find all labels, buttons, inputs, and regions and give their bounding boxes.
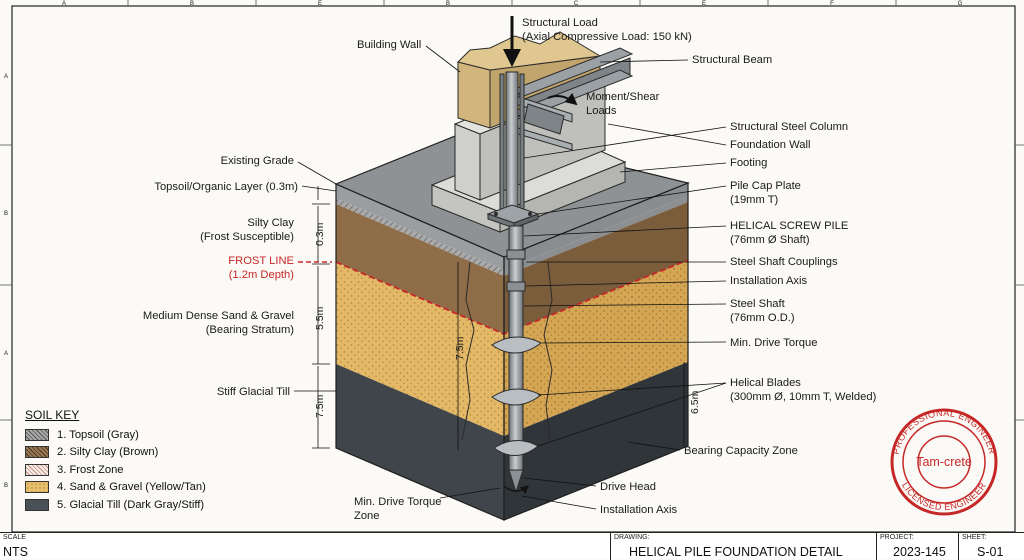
label-moment-shear: Moment/Shear	[586, 91, 660, 103]
project-number: 2023-145	[893, 545, 946, 559]
grid-col-label: C	[574, 1, 579, 7]
soil-swatch-glacial-till	[25, 498, 49, 511]
stamp-top-text: PROFESSIONAL ENGINEER	[891, 408, 997, 455]
label-silty-clay: Silty Clay	[247, 217, 294, 229]
project-label: PROJECT:	[880, 534, 914, 541]
label-foundation-wall: Foundation Wall	[730, 139, 810, 151]
stamp-bottom-text: LICENSED ENGINEER	[900, 481, 988, 513]
grid-row-label: B	[4, 211, 8, 217]
dim-sand-depth: 5.5m	[314, 306, 326, 330]
soil-key-item: 1. Topsoil (Gray)	[25, 426, 225, 444]
helical-pile	[491, 225, 542, 494]
grid-row-label: A	[4, 351, 8, 357]
sheet-label: SHEET:	[962, 534, 987, 541]
label-helical-blades: Helical Blades	[730, 377, 801, 389]
label-frost-line: FROST LINE	[228, 255, 294, 267]
label-pile-cap-thickness: (19mm T)	[730, 194, 779, 206]
grid-col-label: B	[190, 1, 194, 7]
label-installation-axis-upper: Installation Axis	[730, 275, 808, 287]
grid-col-label: F	[830, 1, 834, 7]
stamp-center-text: Tam-crete	[916, 455, 972, 469]
label-frost-susceptible: (Frost Susceptible)	[200, 231, 294, 243]
label-stiff-glacial-till: Stiff Glacial Till	[217, 386, 290, 398]
label-sand-gravel: Medium Dense Sand & Gravel	[143, 310, 294, 322]
label-structural-beam: Structural Beam	[692, 54, 772, 66]
soil-block-left-face	[336, 184, 504, 520]
label-drive-head: Drive Head	[600, 481, 656, 493]
soil-key-label: 1. Topsoil (Gray)	[57, 428, 139, 441]
pe-stamp: PROFESSIONAL ENGINEER LICENSED ENGINEER …	[890, 408, 998, 516]
label-pile-cap-plate: Pile Cap Plate	[730, 180, 801, 192]
title-block-sheet: SHEET: S-01	[958, 533, 1024, 560]
sheet-number: S-01	[977, 545, 1004, 559]
label-building-wall: Building Wall	[357, 39, 421, 51]
soil-block-right-face	[504, 183, 688, 520]
pile-cap-plate	[486, 204, 540, 229]
steel-column	[499, 71, 525, 213]
label-frost-depth: (1.2m Depth)	[229, 269, 295, 281]
soil-swatch-sand-gravel	[25, 481, 49, 494]
soil-key-item: 2. Silty Clay (Brown)	[25, 444, 225, 462]
svg-text:PROFESSIONAL ENGINEER: PROFESSIONAL ENGINEER	[891, 408, 998, 455]
grid-col-label: E	[318, 1, 322, 7]
label-existing-grade: Existing Grade	[221, 155, 294, 167]
label-footing: Footing	[730, 157, 767, 169]
grid-row-label: B	[4, 483, 8, 489]
drive-torque-arrow	[503, 485, 530, 494]
dim-silty-clay-depth: 0.3m	[314, 222, 326, 246]
label-steel-shaft: Steel Shaft	[730, 298, 786, 310]
svg-text:LICENSED ENGINEER: LICENSED ENGINEER	[900, 481, 988, 513]
label-shaft-od: (76mm O.D.)	[730, 312, 795, 324]
label-topsoil-layer: Topsoil/Organic Layer (0.3m)	[154, 181, 298, 193]
grid-row-label: A	[4, 74, 8, 80]
dim-till-depth: 7.5m	[314, 394, 326, 418]
soil-swatch-silty-clay	[25, 446, 49, 459]
dim-till-right-depth: 6.5m	[689, 390, 701, 414]
soil-key-title: SOIL KEY	[25, 408, 80, 422]
soil-key-label: 4. Sand & Gravel (Yellow/Tan)	[57, 481, 206, 494]
title-block-project: PROJECT: 2023-145	[876, 533, 958, 560]
soil-key-label: 2. Silty Clay (Brown)	[57, 446, 159, 459]
label-blade-spec: (300mm Ø, 10mm T, Welded)	[730, 391, 877, 403]
dim-pile-length: 7.5m	[454, 336, 466, 360]
cutaway-cracks	[461, 261, 553, 441]
title-block-drawing: DRAWING: HELICAL PILE FOUNDATION DETAIL	[610, 533, 876, 560]
drawing-label: DRAWING:	[614, 534, 650, 541]
label-min-drive-torque-right: Min. Drive Torque	[730, 337, 817, 349]
soil-key-label: 3. Frost Zone	[57, 463, 124, 476]
drawing-title: HELICAL PILE FOUNDATION DETAIL	[629, 545, 843, 559]
label-steel-shaft-couplings: Steel Shaft Couplings	[730, 256, 838, 268]
soil-swatch-frost-zone	[25, 463, 49, 476]
soil-key-item: 3. Frost Zone	[25, 461, 225, 479]
grid-col-label: G	[958, 1, 963, 7]
label-structural-load: Structural Load	[522, 17, 598, 29]
grid-col-label: B	[446, 1, 450, 7]
soil-key-label: 5. Glacial Till (Dark Gray/Stiff)	[57, 498, 205, 511]
label-helical-screw-pile: HELICAL SCREW PILE	[730, 220, 848, 232]
grid-col-label: A	[62, 1, 66, 7]
label-loads: Loads	[586, 105, 617, 117]
label-axial-load: (Axial Compressive Load: 150 kN)	[522, 31, 692, 43]
label-shaft-76: (76mm Ø Shaft)	[730, 234, 810, 246]
title-block-scale: SCALE NTS	[0, 533, 610, 560]
leader-lines	[294, 45, 727, 510]
soil-key-item: 4. Sand & Gravel (Yellow/Tan)	[25, 479, 225, 497]
dimension-lines	[312, 186, 685, 450]
soil-key-item: 5. Glacial Till (Dark Gray/Stiff)	[25, 496, 225, 514]
scale-label: SCALE	[3, 534, 26, 541]
moment-arrow	[547, 92, 578, 106]
scale-value: NTS	[3, 545, 28, 559]
grid-col-label: E	[702, 1, 706, 7]
soil-swatch-topsoil	[25, 428, 49, 441]
label-structural-steel-column: Structural Steel Column	[730, 121, 848, 133]
label-installation-axis-lower: Installation Axis	[600, 504, 678, 516]
title-block: SCALE NTS DRAWING: HELICAL PILE FOUNDATI…	[0, 532, 1024, 560]
moment-beam	[515, 95, 573, 151]
soil-key: SOIL KEY 1. Topsoil (Gray) 2. Silty Clay…	[25, 408, 225, 514]
label-min-drive-torque-zone-1: Min. Drive Torque	[354, 496, 441, 508]
label-bearing-stratum: (Bearing Stratum)	[206, 324, 295, 336]
label-bearing-capacity-zone: Bearing Capacity Zone	[684, 445, 798, 457]
label-min-drive-torque-zone-2: Zone	[354, 510, 380, 522]
